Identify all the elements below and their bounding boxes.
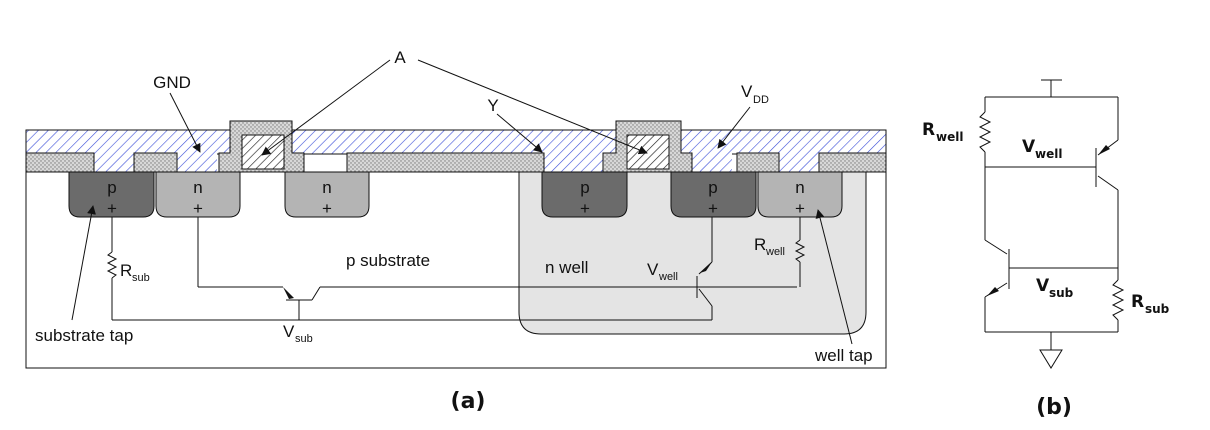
cross-section: p + n + n + p + p + n +	[25, 48, 887, 414]
p-plus-diffusion-well-left	[541, 171, 628, 218]
svg-text:R: R	[120, 261, 132, 280]
svg-text:V: V	[1036, 276, 1050, 296]
svg-text:R: R	[1131, 292, 1144, 312]
svg-text:V: V	[283, 322, 295, 341]
metal-contact-gnd	[94, 153, 134, 173]
vwell-label-b: V well	[1022, 137, 1062, 161]
diff-plus: +	[322, 199, 332, 218]
parasitic-wiring	[106, 217, 806, 321]
callouts	[71, 59, 853, 345]
equivalent-circuit: R well V well V sub R sub (b)	[922, 79, 1170, 420]
svg-text:DD: DD	[753, 94, 769, 106]
poly-gate-left	[241, 134, 285, 170]
diff-plus: +	[107, 199, 117, 218]
callout-a-label: A	[394, 48, 406, 67]
svg-text:V: V	[1022, 137, 1036, 157]
rwell-label-a: R well	[754, 235, 785, 258]
svg-text:well: well	[658, 271, 678, 283]
svg-text:sub: sub	[1145, 302, 1170, 316]
svg-text:V: V	[741, 82, 753, 101]
n-plus-diffusion-well-tap	[757, 171, 843, 218]
rwell-label-b: R well	[922, 120, 963, 144]
diff-plus: +	[193, 199, 203, 218]
diff-label: p	[580, 178, 589, 197]
p-substrate-label: p substrate	[346, 251, 430, 270]
well-tap-label: well tap	[814, 346, 873, 365]
n-plus-diffusion-middle	[284, 171, 370, 218]
svg-text:sub: sub	[132, 272, 150, 284]
svg-text:R: R	[754, 235, 766, 254]
diff-label: p	[708, 178, 717, 197]
diff-plus: +	[708, 199, 718, 218]
poly-gate-right	[626, 134, 670, 170]
svg-text:sub: sub	[1049, 286, 1074, 300]
n-well-label: n well	[545, 258, 588, 277]
gnd-label: GND	[153, 73, 191, 92]
p-plus-diffusion-well-right	[670, 171, 757, 218]
metal-layer	[25, 129, 887, 155]
metal-contact-gnd-n	[177, 153, 217, 173]
pnp-emitter-arrow	[700, 262, 712, 273]
rsub-label-a: R sub	[120, 261, 150, 284]
rsub-label-b: R sub	[1131, 292, 1170, 316]
y-label: Y	[487, 96, 498, 115]
diff-label: n	[322, 178, 331, 197]
npn-arrow-b	[987, 287, 999, 296]
svg-text:V: V	[647, 260, 659, 279]
pnp-arrow-b	[1098, 145, 1110, 155]
svg-text:sub: sub	[295, 333, 313, 345]
caption-b: (b)	[1036, 395, 1072, 420]
vdd-label: V DD	[741, 82, 769, 106]
svg-text:well: well	[936, 130, 963, 144]
npn-emitter-arrow	[283, 287, 294, 299]
svg-text:R: R	[922, 120, 935, 140]
svg-text:well: well	[765, 246, 785, 258]
vwell-label-a: V well	[647, 260, 678, 283]
n-plus-diffusion-left	[155, 171, 241, 218]
diffusion-labels: p + n + n + p + p + n +	[107, 178, 805, 218]
diff-label: n	[795, 178, 804, 197]
diff-plus: +	[795, 199, 805, 218]
vsub-label-a: V sub	[283, 322, 313, 345]
substrate-tap-label: substrate tap	[35, 326, 133, 345]
diff-label: n	[193, 178, 202, 197]
diff-plus: +	[580, 199, 590, 218]
metal-contact-vdd-n	[779, 153, 819, 173]
caption-a: (a)	[451, 389, 486, 414]
diff-label: p	[107, 178, 116, 197]
metal-contact-nwell-p	[544, 153, 614, 173]
metal-contact-vdd	[692, 153, 732, 173]
vsub-label-b: V sub	[1036, 276, 1074, 300]
svg-text:well: well	[1035, 147, 1062, 161]
